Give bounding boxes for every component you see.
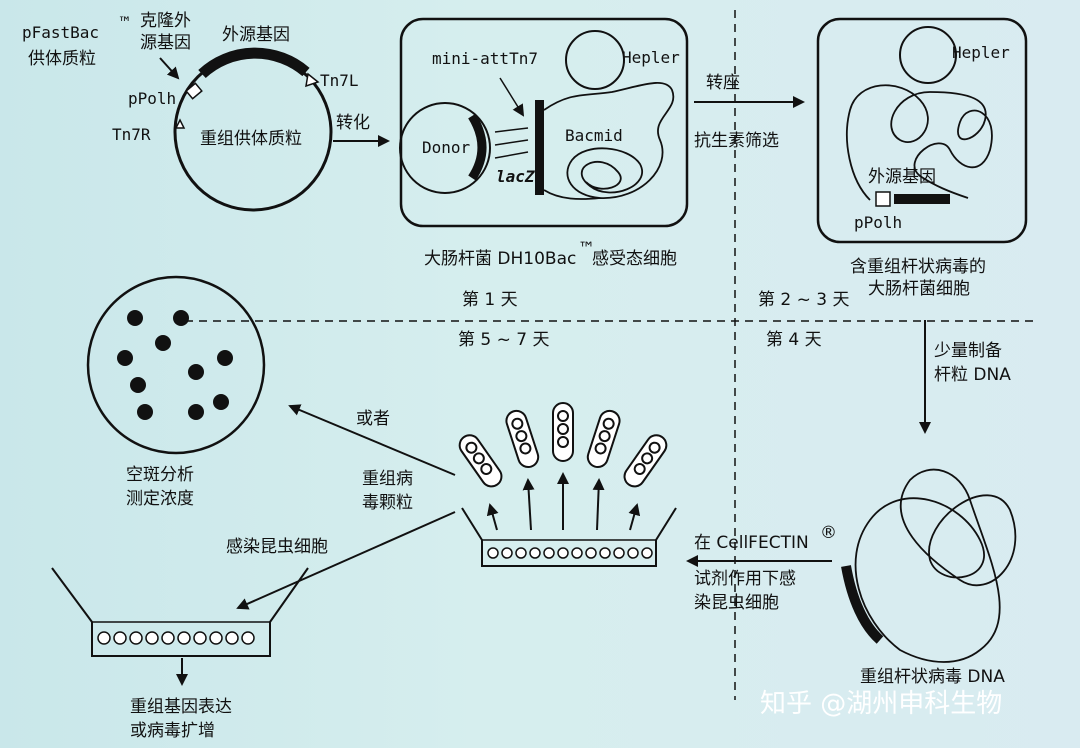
foreign-gene-label-2: 外源基因 (868, 167, 936, 187)
recombinant-dna-insert (841, 565, 884, 644)
infect-arrow (236, 511, 456, 610)
insect-cell-dish (461, 507, 677, 567)
mini-att-label: mini-attTn7 (432, 49, 538, 68)
clone-site-label-1: 克隆外 (140, 11, 191, 31)
donor-plasmid-label: 供体质粒 (28, 49, 96, 69)
bacmid-bar (535, 100, 544, 195)
transfect-label-1: 试剂作用下感 (694, 569, 796, 589)
plaque-label-1: 空斑分析 (126, 465, 194, 485)
ecoli-cell-box (399, 17, 689, 228)
antibiotic-label: 抗生素筛选 (694, 131, 779, 151)
foreign-gene-bar-2 (894, 194, 950, 204)
virus-label-1: 重组病 (362, 469, 413, 489)
plaques (117, 310, 233, 420)
ecoli-virus-label-1: 含重组杆状病毒的 (850, 257, 986, 277)
transpose-label: 转座 (706, 73, 740, 93)
foreign-gene-label: 外源基因 (222, 25, 290, 45)
donor-circle (399, 102, 491, 194)
release-arrows (486, 472, 641, 531)
competent-label: 感受态细胞 (592, 249, 677, 269)
recombinant-donor-label: 重组供体质粒 (200, 129, 302, 149)
ecoli-tm: ™ (578, 239, 595, 259)
or-label: 或者 (356, 409, 390, 429)
tn7l-label: Tn7L (320, 71, 359, 90)
ppolh-label-2: pPolh (854, 213, 902, 232)
watermark: 知乎 @湖州申科生物 (760, 689, 1002, 719)
expression-cell-row (97, 631, 255, 645)
cellfectin-label: 在 CellFECTIN (694, 533, 809, 553)
pfastbac-tm: ™ (119, 13, 130, 32)
ppolh-box-2 (875, 191, 891, 207)
expression-dish (51, 567, 309, 657)
recombinant-ecoli-box (816, 17, 1028, 244)
plaque-label-2: 测定浓度 (126, 489, 194, 509)
recombinant-dna-loop (854, 468, 1017, 663)
recomb-dna-label: 重组杆状病毒 DNA (860, 667, 1005, 687)
day-2-3-label: 第 2 ~ 3 天 (758, 290, 850, 310)
tn7r-label: Tn7R (112, 125, 151, 144)
transfect-label-2: 染昆虫细胞 (694, 593, 779, 613)
plaque-plate (86, 275, 266, 455)
pfastbac-label: pFastBac (22, 23, 99, 42)
clone-site-label-2: 源基因 (140, 33, 191, 53)
transform-label: 转化 (336, 113, 370, 133)
clone-site-arrow (159, 57, 180, 80)
helper-circle (565, 30, 625, 90)
prep-label-2: 杆粒 DNA (934, 365, 1011, 385)
or-arrow (288, 404, 456, 476)
cellfectin-reg: ® (820, 523, 837, 543)
lacz-label: lacZ (496, 167, 536, 186)
infect-insect-label: 感染昆虫细胞 (226, 537, 328, 557)
mini-att-arrow (499, 77, 525, 117)
virus-particles (458, 402, 668, 488)
day-4-label: 第 4 天 (766, 330, 822, 350)
express-label-1: 重组基因表达 (130, 697, 232, 717)
express-label-2: 或病毒扩增 (130, 721, 215, 741)
helper-label: Hepler (622, 48, 680, 67)
recombinant-bacmid-loop (846, 84, 993, 201)
virus-label-2: 毒颗粒 (362, 493, 413, 513)
ecoli-virus-label-2: 大肠杆菌细胞 (868, 279, 970, 299)
bacmid-loop (543, 82, 675, 200)
helper-label-2: Hepler (952, 43, 1010, 62)
donor-label: Donor (422, 138, 471, 157)
insect-cell-row (487, 547, 653, 559)
ppolh-label: pPolh (128, 89, 176, 108)
ecoli-cells-label: 大肠杆菌 DH10Bac (424, 249, 576, 269)
prep-label-1: 少量制备 (934, 341, 1002, 361)
helper-circle-2 (899, 26, 957, 84)
day-5-7-label: 第 5 ~ 7 天 (458, 330, 550, 350)
donor-plasmid (173, 47, 333, 212)
day-1-label: 第 1 天 (462, 290, 518, 310)
bacmid-label: Bacmid (565, 126, 623, 145)
